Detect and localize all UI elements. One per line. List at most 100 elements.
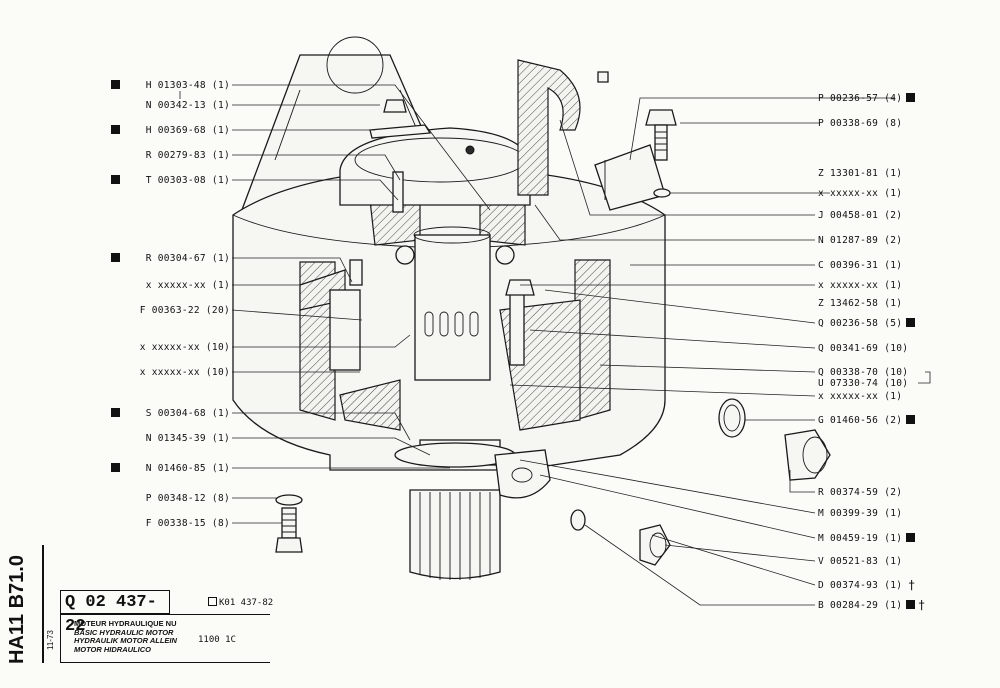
description-fr: MOTEUR HYDRAULIQUE NU <box>74 619 177 628</box>
right-label-text-6: C 00396-31 (1) <box>818 260 902 271</box>
right-label-19: D 00374-93 (1) <box>818 580 902 591</box>
left-label-9: x xxxxx-xx (10) <box>140 367 230 378</box>
black-square-marker <box>111 175 120 184</box>
left-label-10: S 00304-68 (1) <box>146 408 230 419</box>
sheet-code: HA11 B71.0 <box>6 555 28 664</box>
left-label-text-9: x xxxxx-xx (10) <box>140 367 230 378</box>
left-label-text-11: N 01345-39 (1) <box>146 433 230 444</box>
right-label-20: B 00284-29 (1) <box>818 600 902 611</box>
left-label-2: H 00369-68 (1) <box>146 125 230 136</box>
black-square-marker <box>111 80 120 89</box>
right-label-text-8: Z 13462-58 (1) <box>818 298 902 309</box>
ref-checkbox <box>208 597 217 606</box>
leader-lines-right <box>509 97 931 606</box>
black-square-marker <box>906 93 915 102</box>
description-es: MOTOR HIDRAULICO <box>74 644 151 654</box>
right-label-text-20: B 00284-29 (1) <box>818 600 902 611</box>
left-label-0: H 01303-48 (1) <box>146 80 230 91</box>
left-label-11: N 01345-39 (1) <box>146 433 230 444</box>
right-label-17: M 00459-19 (1) <box>818 533 902 544</box>
left-label-text-5: R 00304-67 (1) <box>146 253 230 264</box>
left-label-text-8: x xxxxx-xx (10) <box>140 342 230 353</box>
seals-plugs <box>570 398 831 566</box>
part-number: Q 02 437-22 <box>60 590 170 636</box>
black-square-marker <box>111 408 120 417</box>
right-label-text-0: P 00236-57 (4) <box>818 93 902 104</box>
left-label-text-10: S 00304-68 (1) <box>146 408 230 419</box>
left-label-6: x xxxxx-xx (1) <box>146 280 230 291</box>
lower-bolt <box>275 494 303 553</box>
leader-lines-left <box>179 84 491 524</box>
right-label-2: Z 13301-81 (1) <box>818 168 902 179</box>
right-label-text-17: M 00459-19 (1) <box>818 533 902 544</box>
black-square-marker <box>906 318 915 327</box>
date-code: 11-73 <box>46 630 55 650</box>
output-shaft <box>394 439 551 580</box>
right-label-5: N 01287-89 (2) <box>818 235 902 246</box>
side-rule <box>42 545 44 663</box>
right-label-12: U 07330-74 (10) <box>818 378 908 389</box>
title-rule-top <box>60 614 270 615</box>
left-label-text-6: x xxxxx-xx (1) <box>146 280 230 291</box>
reference-number: K01 437-82 <box>208 597 273 608</box>
description-block: MOTEUR HYDRAULIQUE NU BASIC HYDRAULIC MO… <box>74 619 177 654</box>
left-label-list: H 01303-48 (1) N 00342-13 (1) H 00369-68 (… <box>111 80 230 529</box>
right-label-4: J 00458-01 (2) <box>818 210 902 221</box>
right-label-10: Q 00341-69 (10) <box>818 343 908 354</box>
right-label-7: x xxxxx-xx (1) <box>818 280 902 291</box>
right-label-text-4: J 00458-01 (2) <box>818 210 902 221</box>
left-label-text-14: F 00338-15 (8) <box>146 518 230 529</box>
black-square-marker <box>906 533 915 542</box>
right-label-text-16: M 00399-39 (1) <box>818 508 902 519</box>
left-label-7: F 00363-22 (20) <box>140 305 230 316</box>
left-label-text-7: F 00363-22 (20) <box>140 305 230 316</box>
left-label-text-4: T 00303-08 (1) <box>146 175 230 186</box>
right-label-text-19: D 00374-93 (1) <box>818 580 902 591</box>
right-label-14: G 01460-56 (2) <box>818 415 902 426</box>
description-en: BASIC HYDRAULIC MOTOR <box>74 627 174 637</box>
center-cylinder <box>395 226 515 381</box>
right-label-text-3: x xxxxx-xx (1) <box>818 188 902 199</box>
right-label-15: R 00374-59 (2) <box>818 487 902 498</box>
right-label-text-18: V 00521-83 (1) <box>818 556 902 567</box>
right-label-text-9: Q 00236-58 (5) <box>818 318 902 329</box>
right-label-text-12: U 07330-74 (10) <box>818 378 908 389</box>
title-rule-left <box>60 614 61 662</box>
left-label-13: P 00348-12 (8) <box>146 493 230 504</box>
title-rule-bottom <box>60 662 270 663</box>
right-label-text-14: G 01460-56 (2) <box>818 415 902 426</box>
black-square-marker <box>111 253 120 262</box>
right-label-6: C 00396-31 (1) <box>818 260 902 271</box>
right-label-text-13: x xxxxx-xx (1) <box>818 391 902 402</box>
left-label-text-12: N 01460-85 (1) <box>146 463 230 474</box>
left-label-8: x xxxxx-xx (10) <box>140 342 230 353</box>
right-label-16: M 00399-39 (1) <box>818 508 902 519</box>
description-de: HYDRAULIK MOTOR ALLEIN <box>74 636 177 645</box>
right-label-11: Q 00338-70 (10) <box>818 367 908 378</box>
left-label-text-2: H 00369-68 (1) <box>146 125 230 136</box>
left-label-text-0: H 01303-48 (1) <box>146 80 230 91</box>
right-label-18: V 00521-83 (1) <box>818 556 902 567</box>
left-label-14: F 00338-15 (8) <box>146 518 230 529</box>
right-label-1: P 00338-69 (8) <box>818 118 902 129</box>
right-label-text-5: N 01287-89 (2) <box>818 235 902 246</box>
black-square-marker <box>906 415 915 424</box>
right-label-text-15: R 00374-59 (2) <box>818 487 902 498</box>
right-label-text-7: x xxxxx-xx (1) <box>818 280 902 291</box>
left-label-12: N 01460-85 (1) <box>146 463 230 474</box>
left-label-5: R 00304-67 (1) <box>146 253 230 264</box>
right-label-8: Z 13462-58 (1) <box>818 298 902 309</box>
reference-number-text: K01 437-82 <box>219 598 274 608</box>
right-label-9: Q 00236-58 (5) <box>818 318 902 329</box>
black-square-marker <box>111 125 120 134</box>
dagger-marker: † <box>908 578 916 592</box>
model-number: 1100 1C <box>198 635 236 645</box>
right-label-text-10: Q 00341-69 (10) <box>818 343 908 354</box>
black-square-marker <box>111 463 120 472</box>
left-label-3: R 00279-83 (1) <box>146 150 230 161</box>
left-label-text-1: N 00342-13 (1) <box>146 100 230 111</box>
left-label-4: T 00303-08 (1) <box>146 175 230 186</box>
right-label-13: x xxxxx-xx (1) <box>818 391 902 402</box>
right-label-list: P 00236-57 (4) P 00338-69 (8) Z 13301-81 (… <box>818 93 925 612</box>
